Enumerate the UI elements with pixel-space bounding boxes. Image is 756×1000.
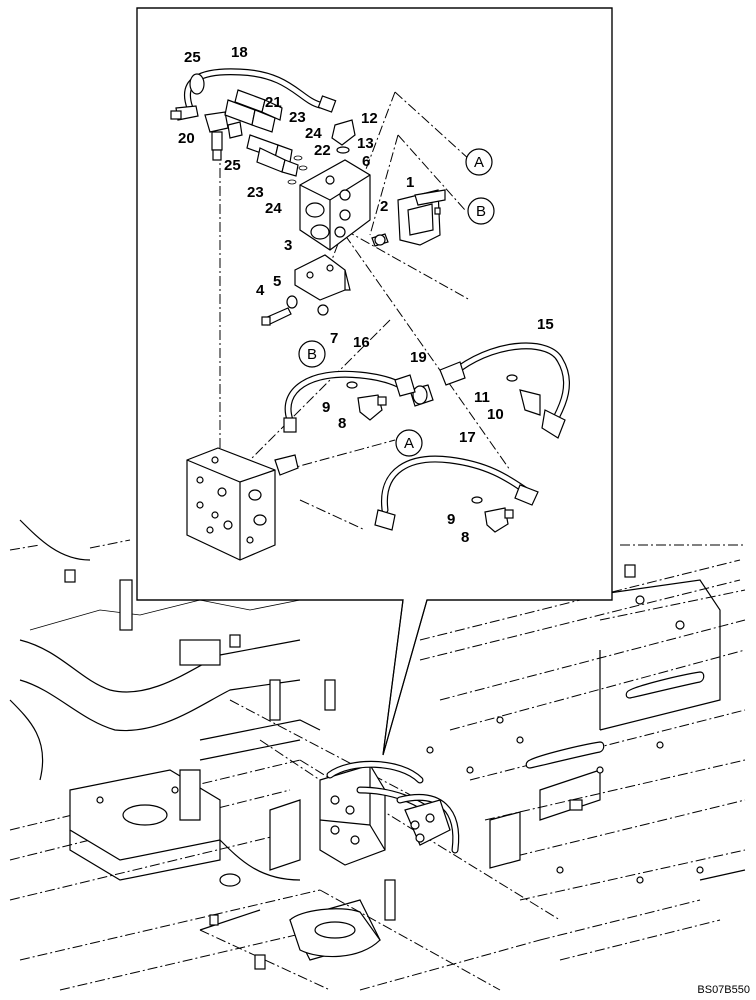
callout-19: 19 <box>410 349 427 366</box>
callout-9-upper: 9 <box>322 399 330 416</box>
callout-25-top: 25 <box>184 49 201 66</box>
callout-5: 5 <box>273 273 281 290</box>
callout-8-upper: 8 <box>338 415 346 432</box>
callout-21: 21 <box>265 94 282 111</box>
callout-25-mid: 25 <box>224 157 241 174</box>
circle-ref-a-hose: A <box>395 429 423 457</box>
callout-23-mid: 23 <box>247 184 264 201</box>
svg-text:B: B <box>307 346 317 363</box>
callout-6: 6 <box>362 153 370 170</box>
callout-10: 10 <box>487 406 504 423</box>
callout-23-top: 23 <box>289 109 306 126</box>
callout-12: 12 <box>361 110 378 127</box>
callout-17: 17 <box>459 429 476 446</box>
callout-labels: 25 18 21 23 12 24 13 20 22 6 25 1 23 2 2… <box>178 44 554 546</box>
callout-11: 11 <box>474 389 490 406</box>
callout-22: 22 <box>314 142 331 159</box>
drawing-code: BS07B550 <box>697 984 750 996</box>
circle-ref-a-top: A <box>465 148 493 176</box>
circle-ref-b-hose: B <box>298 340 326 368</box>
callout-2: 2 <box>380 198 388 215</box>
svg-text:A: A <box>474 154 484 171</box>
machine-frame <box>9 519 746 991</box>
detail-parts <box>170 68 570 561</box>
callout-18: 18 <box>231 44 248 61</box>
callout-15: 15 <box>537 316 554 333</box>
callout-8-lower: 8 <box>461 529 469 546</box>
circle-ref-b-top: B <box>467 197 495 225</box>
callout-13: 13 <box>357 135 374 152</box>
callout-24-top: 24 <box>305 125 322 142</box>
callout-16: 16 <box>353 334 370 351</box>
callout-20: 20 <box>178 130 195 147</box>
callout-24-mid: 24 <box>265 200 282 217</box>
svg-text:A: A <box>404 435 414 452</box>
callout-4: 4 <box>256 282 265 299</box>
detail-callout-box <box>136 7 613 756</box>
callout-9-lower: 9 <box>447 511 455 528</box>
svg-text:B: B <box>476 203 486 220</box>
callout-7: 7 <box>330 330 338 347</box>
callout-1: 1 <box>406 174 414 191</box>
installed-valve-assembly <box>319 760 460 866</box>
callout-3: 3 <box>284 237 292 254</box>
